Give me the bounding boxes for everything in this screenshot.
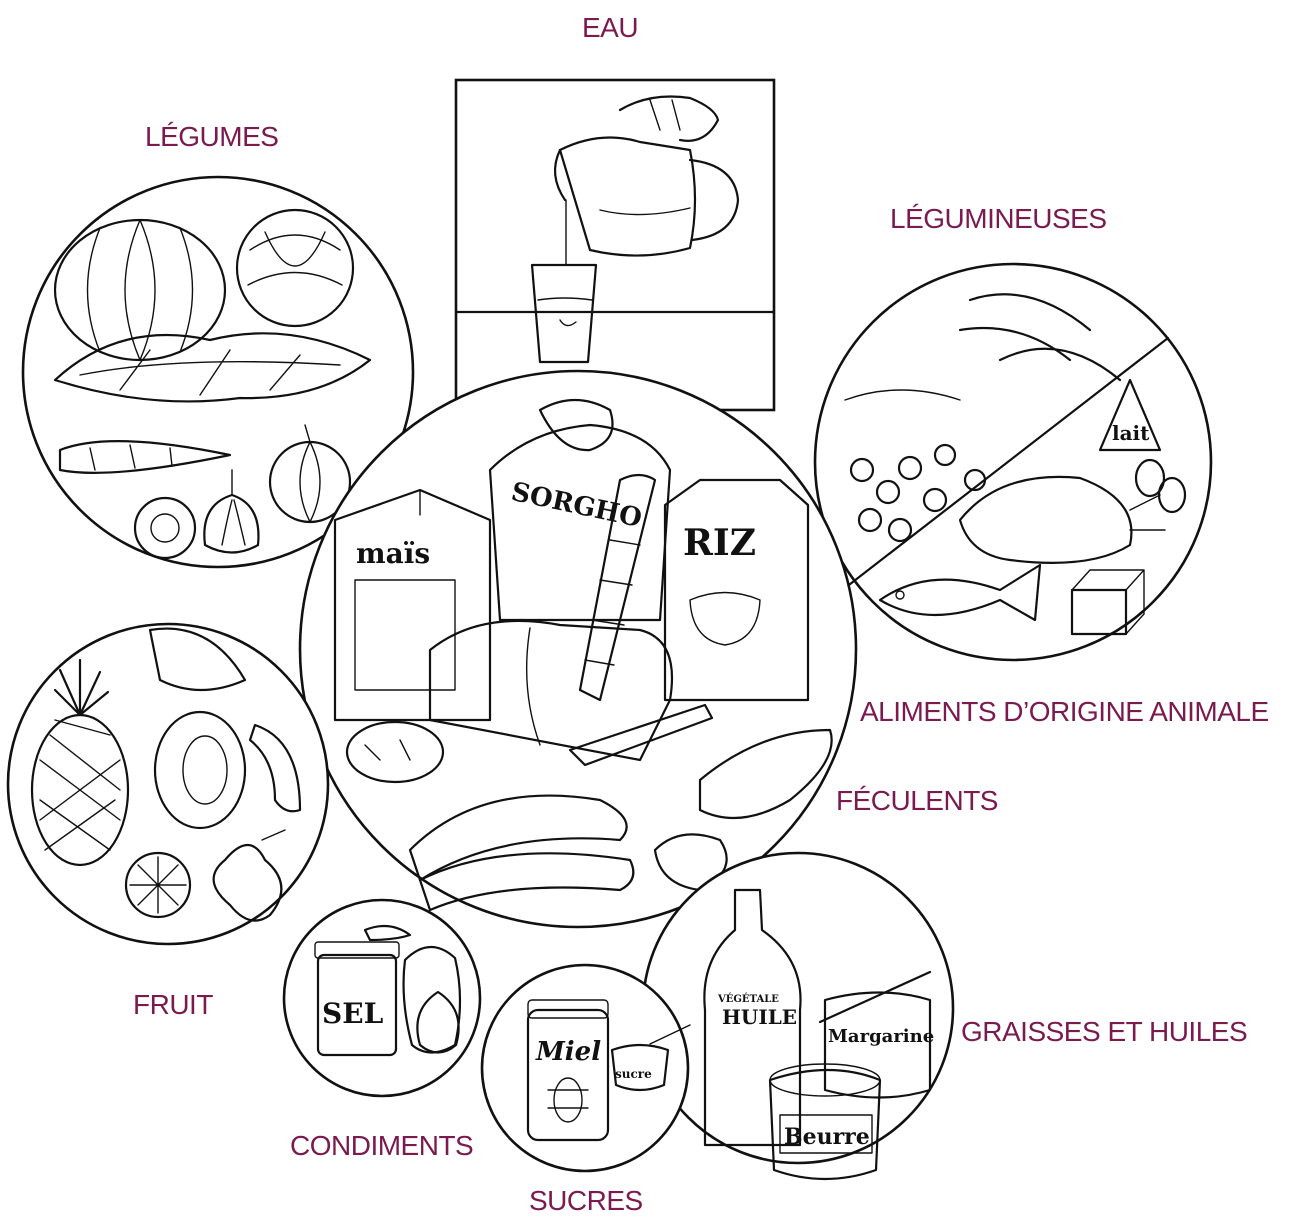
label-legumineuses: LÉGUMINEUSES bbox=[890, 205, 1107, 233]
fats-frame bbox=[643, 853, 953, 1163]
legumes-animal-circle: lait bbox=[815, 264, 1211, 660]
sugar-label: sucre bbox=[615, 1067, 652, 1081]
label-aliments-origine-animale: ALIMENTS D’ORIGINE ANIMALE bbox=[860, 698, 1269, 726]
label-feculents: FÉCULENTS bbox=[836, 787, 998, 815]
honey-label: Miel bbox=[535, 1037, 601, 1067]
vegetable-label: VÉGÉTALE bbox=[717, 993, 779, 1005]
sugars-circle: Miel sucre bbox=[482, 965, 690, 1171]
label-fruit: FRUIT bbox=[133, 991, 213, 1019]
orange-half-icon bbox=[126, 853, 190, 917]
oil-label: HUILE bbox=[722, 1005, 797, 1029]
margarine-label: Margarine bbox=[828, 1026, 934, 1047]
label-condiments: CONDIMENTS bbox=[290, 1132, 473, 1160]
starches-frame bbox=[300, 371, 856, 927]
label-sucres: SUCRES bbox=[529, 1187, 643, 1215]
maize-label: maïs bbox=[356, 537, 430, 570]
salt-label: SEL bbox=[322, 997, 384, 1030]
water-frame bbox=[456, 80, 774, 410]
water-panel bbox=[456, 80, 774, 410]
starches-circle: maïs SORGHO RIZ bbox=[300, 371, 856, 927]
fats-oils-circle: VÉGÉTALE HUILE Margarine Beurre bbox=[643, 853, 953, 1179]
legumes-animal-frame bbox=[815, 264, 1211, 660]
butter-label: Beurre bbox=[784, 1124, 870, 1150]
condiments-circle: SEL bbox=[284, 900, 480, 1096]
rice-label: RIZ bbox=[683, 522, 756, 564]
label-legumes: LÉGUMES bbox=[145, 123, 278, 151]
milk-label: lait bbox=[1112, 421, 1150, 445]
label-eau: EAU bbox=[582, 14, 638, 42]
fruit-circle bbox=[8, 624, 328, 944]
label-graisses-huiles: GRAISSES ET HUILES bbox=[961, 1018, 1247, 1046]
